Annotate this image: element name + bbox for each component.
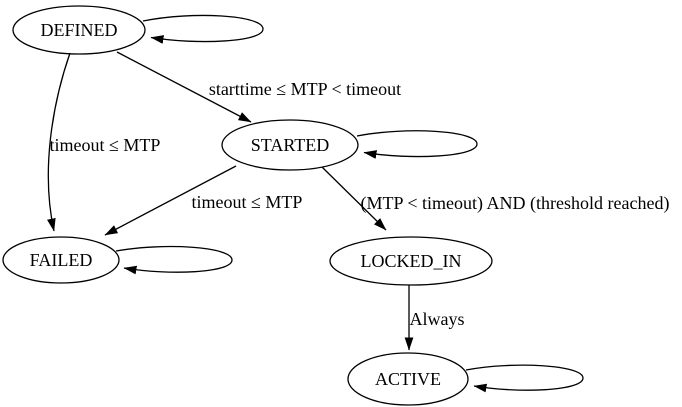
node-started: STARTED xyxy=(221,119,359,171)
edge-active-self-loop xyxy=(465,364,584,393)
node-started-shape xyxy=(221,119,359,171)
node-started-label: STARTED xyxy=(251,135,329,155)
node-active: ACTIVE xyxy=(347,352,469,406)
node-locked-in: LOCKED_IN xyxy=(329,236,493,286)
edge-label-defined-started: starttime ≤ MTP < timeout xyxy=(209,79,401,99)
node-active-label: ACTIVE xyxy=(375,369,441,389)
node-failed-label: FAILED xyxy=(30,250,93,270)
node-defined: DEFINED xyxy=(12,5,146,55)
edge-label-lockedin-active: Always xyxy=(410,309,465,329)
edge-label-started-lockedin: (MTP < timeout) AND (threshold reached) xyxy=(361,193,670,214)
edge-defined-started xyxy=(116,51,252,123)
node-defined-shape xyxy=(12,5,146,55)
edge-started-lockedin xyxy=(321,166,387,231)
node-active-shape xyxy=(347,352,469,406)
edge-failed-self-loop xyxy=(115,245,233,275)
edge-label-defined-failed: timeout ≤ MTP xyxy=(50,135,161,155)
node-failed: FAILED xyxy=(2,236,120,284)
edge-label-started-failed: timeout ≤ MTP xyxy=(192,192,303,212)
node-locked-in-shape xyxy=(329,236,493,286)
node-defined-label: DEFINED xyxy=(41,20,118,40)
edge-defined-self-loop xyxy=(142,14,264,44)
edge-started-self-loop xyxy=(356,130,478,159)
node-locked-in-label: LOCKED_IN xyxy=(361,251,462,271)
edge-defined-failed xyxy=(47,52,71,232)
edge-started-failed xyxy=(104,165,237,236)
node-failed-shape xyxy=(2,236,120,284)
